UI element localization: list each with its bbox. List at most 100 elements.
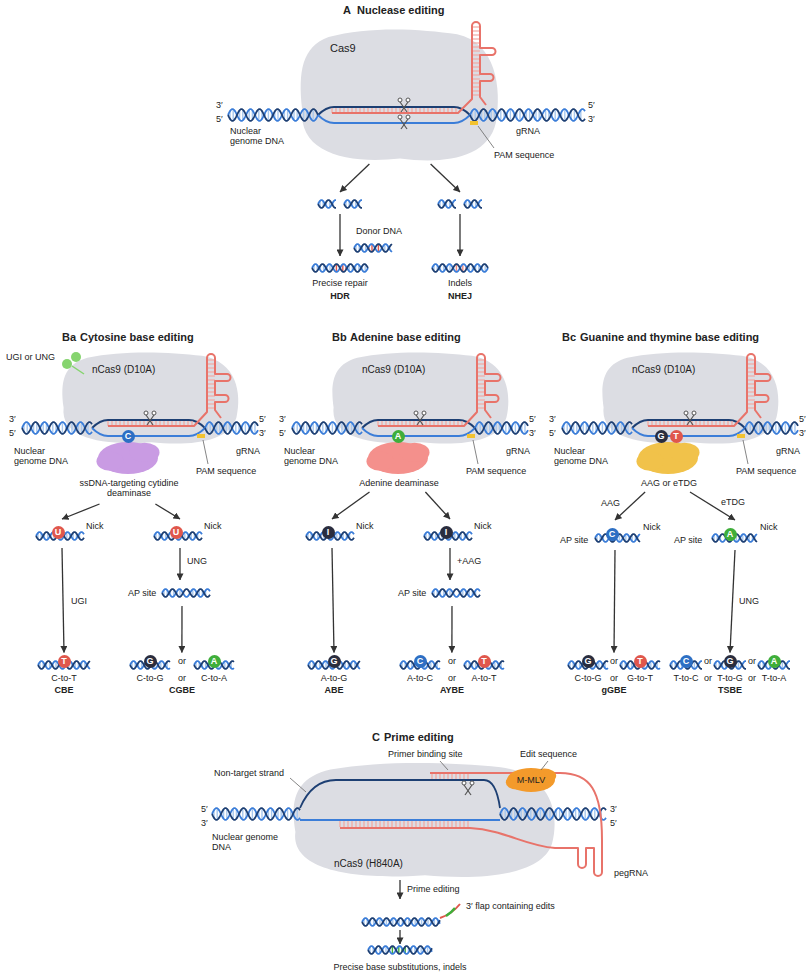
dna-helix [562, 422, 632, 434]
node-text: C-to-A [201, 673, 227, 683]
scissors-handle [422, 411, 426, 415]
base-pair [467, 774, 468, 779]
base-pair [447, 821, 448, 827]
editing-outcome: Precise base substitutions, indels [320, 944, 490, 976]
dna-strand [312, 264, 368, 272]
base-pair [431, 774, 432, 779]
node-text: or [610, 656, 618, 666]
base-pair [387, 821, 388, 827]
dna-strand [312, 264, 368, 272]
base-pair [472, 30, 480, 31]
protein-blob [301, 29, 498, 160]
dna-strand [368, 946, 432, 954]
dna-helix [22, 422, 92, 434]
enzyme-lobe [97, 452, 124, 471]
intermediate-step: NickI [416, 519, 500, 548]
base-pair [747, 399, 755, 400]
scissors-icon [684, 411, 696, 425]
base-pair [62, 422, 63, 434]
dna-strand [344, 200, 362, 208]
base-pair [71, 422, 72, 434]
scissors-blade [416, 415, 423, 425]
node-text: C-to-T [51, 673, 77, 683]
deaminase-enzyme [367, 442, 430, 474]
scissors-icon [398, 115, 410, 129]
dna-helix [475, 422, 528, 434]
leader-line [440, 761, 448, 770]
dna-strand [92, 428, 205, 436]
annotation-label: gRNA [506, 446, 530, 456]
base-pair [232, 109, 233, 121]
annotation-label: Edit sequence [520, 749, 577, 759]
connector-arrow [155, 504, 180, 519]
editing-outcome: Precise repairHDR [295, 192, 385, 308]
connector-arrow [431, 164, 460, 192]
node-text: AP site [674, 535, 702, 545]
base-pair [472, 50, 480, 51]
base-circle: A [724, 528, 737, 541]
base-pair [472, 58, 480, 59]
node-text: or [748, 673, 756, 683]
base-pair [235, 422, 236, 434]
node-text: A-to-G [321, 673, 348, 683]
base-pair [477, 359, 485, 360]
base-pair [480, 422, 481, 434]
enzyme-domain: M-MLV [506, 766, 556, 794]
node-text: M-MLV [517, 775, 545, 785]
scissors-blade [465, 785, 472, 795]
base-pair [216, 808, 217, 820]
base-pair [519, 109, 520, 121]
annotation-label: PAM sequence [494, 150, 554, 160]
protein-complex: nCas9 (D10A)A [330, 350, 512, 446]
panel-title: Prime editing [384, 731, 454, 744]
connector-arrow [399, 930, 400, 944]
editing-outcome: A-to-GABEG [298, 653, 370, 702]
base-letter: T [478, 655, 491, 668]
base-pair [451, 774, 452, 779]
node-text: or [704, 656, 712, 666]
intermediate-step: NickAP siteC [558, 520, 665, 550]
base-pair [472, 62, 480, 63]
base-pair [403, 821, 404, 827]
base-pair [209, 422, 210, 434]
dna-strand [354, 244, 392, 252]
panel-title: Cytosine base editing [80, 331, 194, 344]
base-letter: U [170, 526, 183, 539]
base-circle: A [768, 655, 781, 668]
base-circle: C [122, 430, 135, 443]
base-circle: T [478, 655, 491, 668]
base-pair [355, 821, 356, 827]
strand-end: 3′ [201, 818, 208, 828]
scissors-blade [401, 102, 408, 112]
enzyme-lobe [367, 452, 394, 471]
dna-strand [22, 422, 92, 434]
annotation-label: UGI or UNG [6, 352, 55, 362]
annotation-label: gRNA [236, 446, 260, 456]
dna-helix [464, 200, 482, 208]
panel-letter: C [372, 731, 380, 744]
ugi-domain [62, 359, 72, 369]
base-letter: T [634, 655, 647, 668]
dna-strand [470, 109, 585, 121]
base-pair [549, 808, 550, 820]
base-pair [455, 774, 456, 779]
node-text: or [178, 673, 186, 683]
base-pair [477, 367, 485, 368]
node-text: Precise repair [312, 278, 368, 288]
dna-strand [354, 244, 392, 252]
base-pair [443, 774, 444, 779]
edge-label: eTDG [720, 497, 746, 507]
base-pair [510, 109, 511, 121]
base-pair [477, 379, 485, 380]
base-pair [472, 38, 480, 39]
panel-title: Adenine base editing [350, 331, 461, 344]
node-text: Adenine deaminase [343, 478, 455, 488]
base-circle: G [328, 655, 341, 668]
base-pair [207, 359, 215, 360]
dna-helix [212, 808, 300, 820]
base-pair [277, 109, 278, 121]
dna-helix [368, 946, 432, 954]
dna-strand [562, 422, 632, 434]
scissors-handle [152, 411, 156, 415]
dna-strand [228, 109, 318, 121]
